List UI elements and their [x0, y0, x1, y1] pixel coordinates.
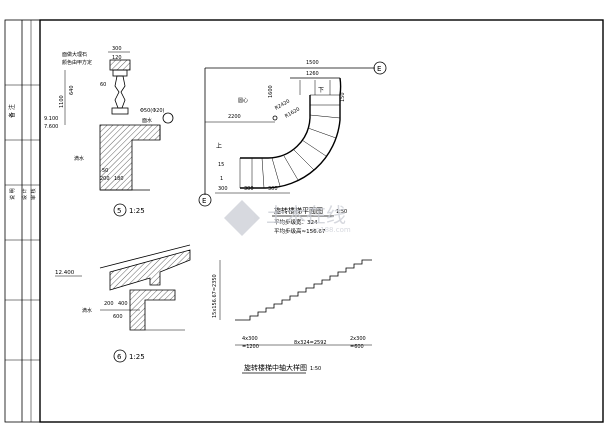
section-scale: 1:50	[310, 366, 321, 372]
stair-treads	[239, 80, 341, 189]
d5-callout-stone: 面做大理石	[62, 51, 87, 58]
d6-dim-200: 200	[104, 301, 114, 307]
section-stairs	[235, 259, 372, 321]
section-dim-b1: 8x324=2592	[294, 340, 327, 346]
plan-dim-300a: 300	[218, 186, 228, 192]
inner-border	[39, 19, 604, 423]
plan-dim-2200: 2200	[228, 114, 241, 120]
watermark-sub: co188.com	[312, 226, 351, 234]
plan-label-circle: 圆心	[238, 97, 248, 104]
d5-elev-1: 9.100	[44, 116, 58, 122]
watermark: 土木在线 co188.com	[224, 200, 351, 236]
axis-bubble-1	[162, 112, 174, 124]
strip-label-a: 备 注	[8, 104, 16, 118]
plan-title: 旋转楼梯平面图	[274, 206, 323, 215]
d6-dim-600: 600	[113, 314, 123, 320]
plan-label-r2: R1620	[284, 106, 301, 119]
plan-dim-1: 1	[220, 176, 223, 182]
plan-dim-1260: 1260	[306, 71, 319, 77]
section-dim-a2: =1200	[242, 344, 259, 350]
detail-6: 12.400 滴水 200 400 600 6 1:25	[55, 244, 191, 363]
strip-label-c: 设 计	[21, 188, 28, 200]
plan-label-r1: R2420	[274, 98, 291, 111]
section-title: 旋转楼梯中轴大样图	[244, 363, 307, 372]
detail-6-marker	[113, 349, 127, 363]
d5-callout-drain: 滴水	[74, 155, 84, 162]
plan-note-height: 平均步级高≈156.67	[274, 227, 326, 235]
axis-bubble-e-top	[373, 61, 387, 75]
d5-elev-2: 7.600	[44, 124, 58, 130]
detail-6-scale: 1:25	[129, 353, 145, 361]
detail-6-marker-num: 6	[117, 353, 122, 361]
detail-5-marker	[113, 203, 127, 217]
d6-beam	[129, 289, 176, 331]
d5-callout-color: 颜色由甲方定	[62, 59, 92, 66]
plan-label-up: 上	[216, 142, 222, 150]
plan-dim-15: 15	[218, 162, 224, 168]
strip-label-d: 审 核	[30, 188, 37, 200]
watermark-logo-icon	[224, 200, 260, 236]
d6-elevation: 12.400	[55, 270, 75, 276]
plan-title-scale: 1:50	[336, 209, 347, 215]
d5-dim-640: 640	[69, 85, 75, 95]
detail-5-marker-num: 5	[117, 207, 121, 215]
d5-dim-1100: 1100	[59, 95, 65, 108]
d5-dim-180: 180	[114, 176, 124, 182]
strip-label-b: 说 明	[9, 188, 16, 200]
d6-dim-400: 400	[118, 301, 128, 307]
plan-label-down: 下	[318, 87, 324, 94]
section-vertical-dim: 15x156.67=2350	[212, 274, 218, 318]
d5-dim-inner: 60	[100, 82, 106, 88]
d5-callout-slab: Φ50(Φ20)	[140, 108, 165, 114]
watermark-text: 土木在线	[266, 203, 346, 227]
axis-section: 15x156.67=2350 4x300 =1200 8x324=2592 2x…	[212, 259, 372, 374]
detail-5-scale: 1:25	[129, 207, 145, 215]
plan-dim-150: 150	[340, 92, 346, 102]
axis-bubble-e-left	[198, 193, 212, 207]
section-dim-a1: 4x300	[242, 336, 258, 342]
d5-dim-50: 50	[102, 168, 108, 174]
left-title-strip: 备 注 说 明 设 计 审 核	[5, 20, 40, 422]
plan-dim-300b: 300	[244, 186, 254, 192]
d5-dim-200: 200	[100, 176, 110, 182]
d6-drain: 滴水	[82, 307, 92, 314]
plan-dim-1500: 1500	[306, 60, 319, 66]
d6-stair-slab	[109, 249, 191, 291]
d5-callout-finish: 面水	[142, 117, 152, 124]
handrail-cap	[109, 59, 131, 71]
plan-dim-1600: 1600	[268, 85, 274, 98]
axis-e-top: E	[377, 65, 381, 73]
stair-inner-arc	[240, 95, 311, 159]
axis-e-left: E	[202, 197, 206, 205]
baluster	[114, 75, 126, 109]
stair-outer-arc	[240, 77, 342, 189]
d5-dim-top: 300	[112, 46, 122, 52]
plan-dim-300c: 300	[268, 186, 278, 192]
plan-note-width: 平均步级宽：324	[274, 218, 318, 226]
d5-dim-mid: 120	[112, 55, 122, 61]
section-dim-c1: 2x300	[350, 336, 366, 342]
section-dim-c2: =600	[350, 344, 364, 350]
stair-center-point	[272, 115, 278, 121]
detail-5: 300 120 60 1100 640 面做大理石 颜色由甲方定 Φ50(Φ20…	[44, 46, 174, 217]
